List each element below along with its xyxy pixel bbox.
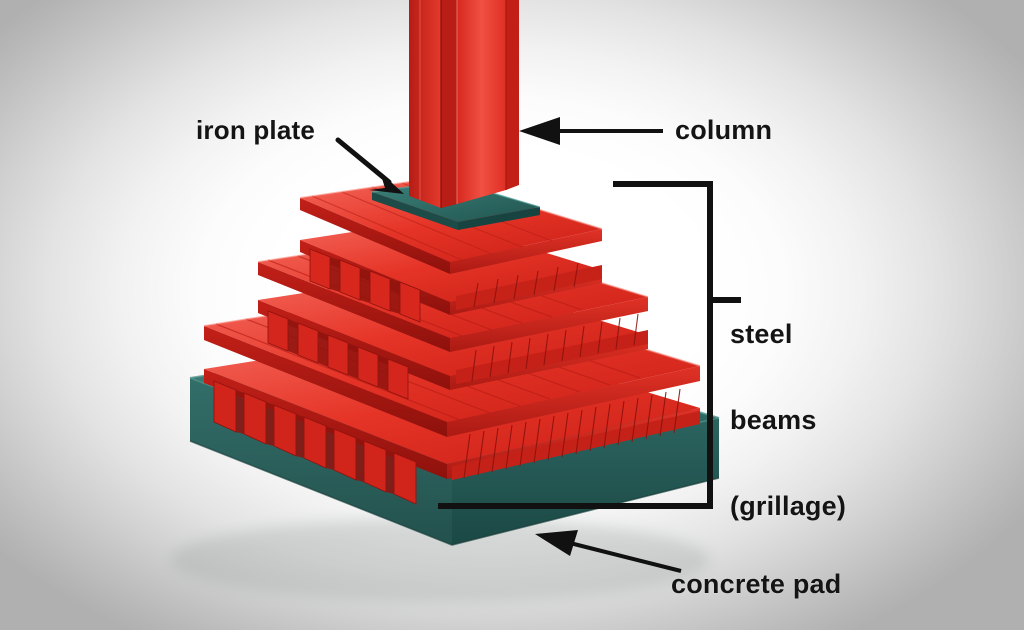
- column-arrow: [519, 117, 663, 145]
- tier-bottom-beam-ends-right: [452, 388, 700, 480]
- label-column: column: [675, 115, 773, 145]
- concrete-pad-arrow: [535, 530, 682, 573]
- tier-top-beam-ends-left: [309, 248, 421, 323]
- column: [409, 0, 519, 208]
- label-iron-plate: iron plate: [196, 115, 316, 145]
- label-steel-beams-line2: beams: [730, 405, 817, 436]
- steel-beams-bracket: [438, 181, 713, 509]
- tier-middle-beam-ends-right: [456, 313, 648, 384]
- tier-bottom-beam-ends-left: [213, 380, 417, 505]
- label-steel-beams-line3: (grillage): [730, 490, 847, 521]
- label-steel-beams: steel beams (grillage): [730, 263, 846, 578]
- tier-middle-beam-ends-left: [267, 310, 409, 400]
- label-concrete-pad: concrete pad: [671, 569, 842, 599]
- label-steel-beams-line1: steel: [730, 319, 793, 350]
- tier-top-beam-ends-right: [456, 262, 602, 310]
- iron-plate-arrow: [335, 137, 404, 194]
